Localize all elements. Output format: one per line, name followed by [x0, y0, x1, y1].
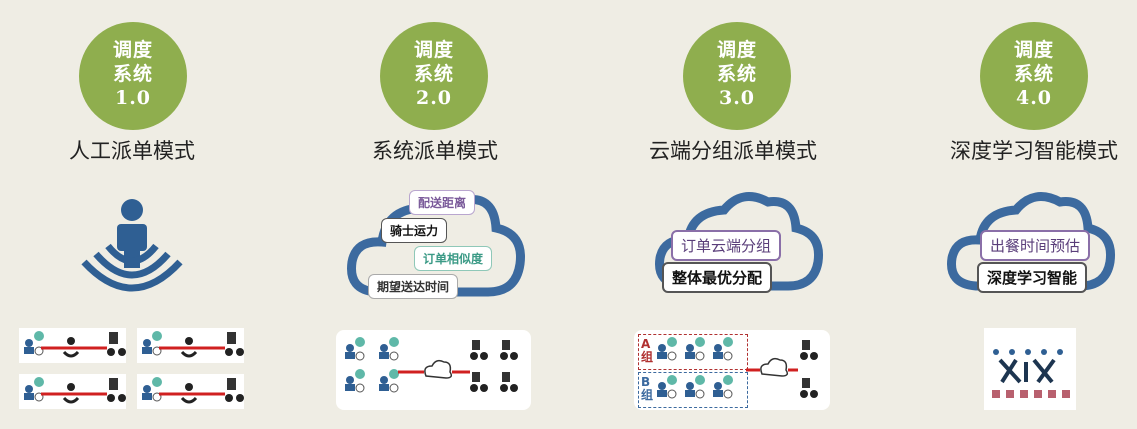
column-4: 调度 系统 4.0 深度学习智能模式 出餐时间预估 深度学习智能 [852, 0, 1136, 429]
group-b-label: B组 [641, 375, 654, 402]
mode-title-3: 云端分组派单模式 [649, 139, 817, 163]
manual-dispatch-icons [22, 329, 246, 404]
badge-line: 系统 [413, 63, 454, 85]
cloud-icon [655, 192, 824, 291]
badge-line: 调度 [1013, 39, 1054, 61]
tag-rider-capacity: 骑士运力 [381, 218, 448, 243]
badge-line: 4.0 [1015, 87, 1053, 109]
system-dispatch-icons [344, 337, 518, 393]
version-badge-4: 调度 系统 4.0 [980, 22, 1088, 130]
tag-order-similarity: 订单相似度 [414, 246, 493, 271]
badge-line: 系统 [716, 63, 757, 85]
version-badge-1: 调度 系统 1.0 [79, 22, 187, 130]
badge-line: 系统 [112, 63, 153, 85]
person-broadcast-icon [81, 199, 183, 292]
column-3: 调度 系统 3.0 云端分组派单模式 订单云端分组 整体最优分配 A组 B组 [568, 0, 852, 429]
tag-order-cloud-grouping: 订单云端分组 [671, 230, 782, 261]
group-dispatch-icons [656, 337, 818, 399]
badge-line: 系统 [1013, 63, 1054, 85]
tag-deep-learning: 深度学习智能 [977, 262, 1088, 293]
badge-line: 2.0 [415, 87, 453, 109]
badge-line: 1.0 [114, 87, 152, 109]
tag-delivery-distance: 配送距离 [409, 190, 476, 215]
group-b-box [638, 372, 748, 408]
group-a-label: A组 [641, 337, 654, 364]
group-a-box [638, 334, 748, 370]
mode-title-2: 系统派单模式 [372, 139, 498, 163]
badge-line: 调度 [413, 39, 454, 61]
tag-global-optimal-assignment: 整体最优分配 [662, 262, 773, 293]
version-badge-3: 调度 系统 3.0 [683, 22, 791, 130]
column-2: 调度 系统 2.0 系统派单模式 配送距离 骑士运力 订单相似度 期望送达时间 [284, 0, 568, 429]
mode-title-1: 人工派单模式 [69, 139, 195, 163]
version-badge-2: 调度 系统 2.0 [380, 22, 488, 130]
badge-line: 调度 [716, 39, 757, 61]
neural-network-icon [992, 349, 1070, 398]
badge-line: 3.0 [718, 87, 756, 109]
column-1: 调度 系统 1.0 人工派单模式 [0, 0, 284, 429]
badge-line: 调度 [112, 39, 153, 61]
tag-expected-delivery-time: 期望送达时间 [368, 274, 459, 299]
mode-title-4: 深度学习智能模式 [950, 139, 1118, 163]
tag-meal-prep-estimate: 出餐时间预估 [980, 230, 1091, 261]
cloud-icon [947, 192, 1116, 291]
